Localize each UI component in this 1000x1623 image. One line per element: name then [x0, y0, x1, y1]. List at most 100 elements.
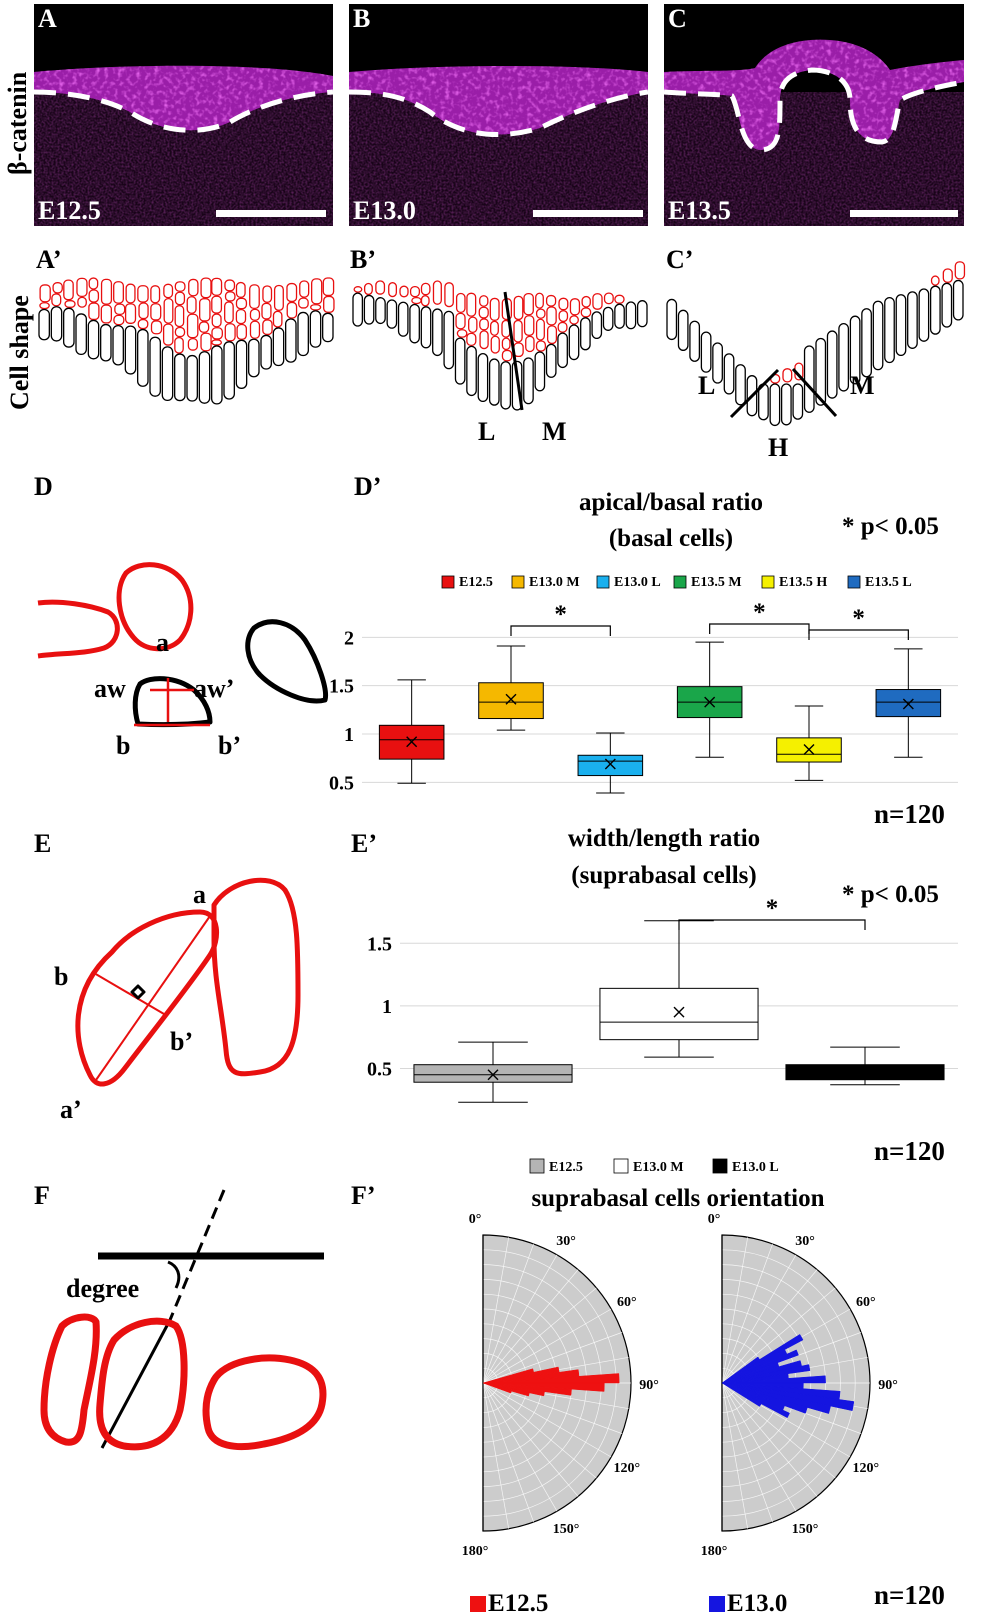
suprabasal-cell: [77, 296, 87, 308]
basal-cell: [941, 282, 953, 328]
suprabasal-cell: [88, 277, 99, 290]
basal-cell: [792, 383, 804, 420]
polar-spoke: [721, 1243, 773, 1384]
panel-label-e-prime: E’: [351, 829, 377, 858]
basal-cell: [75, 313, 87, 356]
basal-cell: [511, 360, 523, 411]
basal-cell: [375, 297, 386, 325]
basal-cell: [248, 338, 260, 378]
suprabasal-cell: [581, 295, 591, 308]
suprabasal-cell: [174, 336, 184, 354]
suprabasal-cell: [501, 337, 511, 351]
angle-label: 120°: [613, 1461, 640, 1476]
basal-cell: [545, 343, 557, 378]
suprabasal-cell: [432, 280, 442, 305]
suprabasal-cell: [224, 301, 234, 324]
suprabasal-cell: [558, 297, 569, 311]
basal-cell: [432, 308, 443, 357]
basal-cell: [929, 285, 941, 335]
suprabasal-cell: [187, 337, 199, 351]
mean-marker: [859, 1066, 871, 1078]
suprabasal-cell: [224, 279, 236, 292]
basal-cell: [689, 320, 701, 362]
suprabasal-cell: [399, 285, 409, 298]
suprabasal-cell: [782, 368, 793, 383]
mean-marker: [604, 758, 616, 770]
polar-bar: [482, 1382, 512, 1394]
cell-tracing-c: [666, 261, 966, 427]
suprabasal-cell: [310, 304, 322, 311]
panel-label-c: C: [668, 4, 687, 33]
suprabasal-cell: [490, 335, 500, 354]
basal-cell: [602, 306, 614, 331]
chart1-subtitle: (basal cells): [609, 525, 733, 552]
suprabasal-cell: [124, 303, 137, 324]
angle-label: 90°: [639, 1378, 659, 1393]
diagram-d-label-b-prime: b’: [218, 731, 241, 760]
suprabasal-cell: [592, 293, 603, 310]
panel-label-f-prime: F’: [351, 1181, 376, 1210]
polar-spoke: [721, 1382, 818, 1497]
significance-star: *: [753, 599, 766, 626]
basal-cell: [625, 301, 637, 330]
suprabasal-cell: [39, 284, 51, 303]
suprabasal-cell: [174, 326, 186, 338]
chart2-significance-note: * p< 0.05: [842, 881, 939, 908]
suprabasal-cell: [51, 293, 62, 307]
basal-cell: [149, 336, 161, 397]
suprabasal-cell: [513, 319, 523, 343]
basal-cell: [87, 319, 100, 360]
suprabasal-cell: [211, 313, 222, 328]
legend-item-e13-0-m: E13.0 M: [613, 1158, 684, 1175]
polar-spoke: [721, 1382, 749, 1529]
suprabasal-cell: [323, 295, 335, 313]
basal-cell: [386, 299, 398, 329]
suprabasal-cell: [479, 318, 489, 331]
panel-label-e: E: [34, 829, 51, 858]
basal-cell: [112, 324, 124, 366]
significance-bracket: *: [709, 599, 810, 634]
basal-cell: [723, 353, 735, 395]
cell-tracing-a: [38, 277, 335, 405]
basal-cell: [272, 327, 285, 367]
angle-label: 90°: [878, 1378, 898, 1393]
suprabasal-cell: [174, 305, 185, 328]
polar-spoke: [482, 1332, 623, 1384]
suprabasal-cell: [137, 318, 149, 330]
suprabasal-cell: [409, 285, 421, 298]
basal-cell: [884, 296, 895, 364]
suprabasal-cell: [490, 320, 499, 336]
stage-label-c: E13.5: [668, 196, 731, 225]
polar-spoke: [721, 1237, 749, 1384]
suprabasal-cell: [150, 285, 161, 304]
legend-label: E13.0 L: [614, 575, 661, 590]
suprabasal-cell: [942, 268, 953, 283]
suprabasal-cell: [224, 291, 236, 302]
legend-label: E13.5 H: [779, 575, 827, 590]
basal-cell: [397, 301, 409, 337]
suprabasal-cell: [479, 295, 489, 307]
box-iqr: [478, 682, 544, 720]
suprabasal-cell: [249, 320, 261, 339]
legend-item-e12-5: E12.5: [529, 1158, 583, 1175]
suprabasal-cell: [535, 292, 544, 309]
suprabasal-cell: [39, 302, 50, 310]
basal-cell: [198, 351, 211, 404]
basal-cell: [409, 303, 420, 344]
basal-cell: [666, 298, 678, 341]
diagram-width-length: [75, 877, 301, 1087]
chart2-title: width/length ratio: [568, 825, 760, 852]
basal-cell: [769, 383, 781, 427]
box-e13-5-l: [875, 648, 942, 758]
basal-cell: [186, 354, 198, 402]
box-iqr: [599, 987, 759, 1041]
suprabasal-cell: [235, 297, 248, 310]
suprabasal-cell: [535, 308, 546, 319]
legend-label: E13.0 M: [529, 575, 580, 590]
y-tick-label: 1.5: [329, 676, 354, 698]
basal-cell: [735, 364, 746, 406]
polar-histogram-e13-0: 0°30°60°90°120°150°180°E13.0: [701, 1212, 898, 1617]
suprabasal-cell: [322, 277, 335, 297]
chart1-significance-note: * p< 0.05: [842, 513, 939, 540]
diagram-e-label-a-prime: a’: [60, 1095, 82, 1124]
